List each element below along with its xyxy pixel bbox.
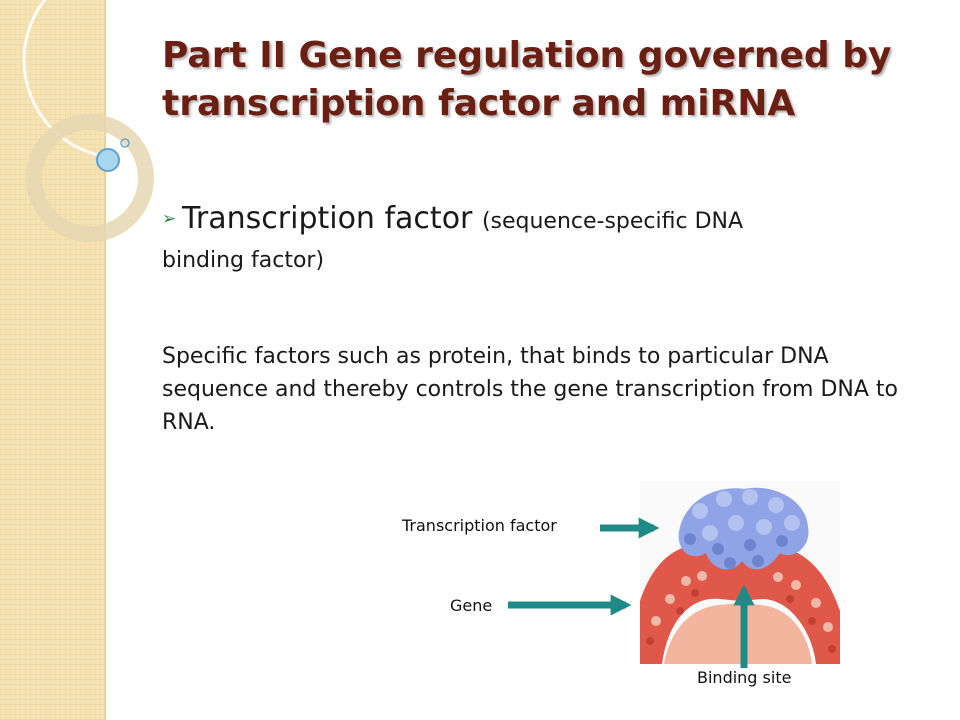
slide-title: Part II Gene regulation governed by tran… — [162, 35, 892, 124]
gene-label: Gene — [450, 596, 493, 615]
small-ring-icon — [120, 138, 130, 148]
arrow-bullet-icon: ➢ — [162, 209, 177, 229]
definition-paragraph: Specific factors such as protein, that b… — [162, 344, 898, 435]
transcription-factor-dna-illustration — [640, 481, 840, 664]
bullet-item: ➢Transcription factor (sequence-specific… — [162, 198, 882, 277]
bullet-note-end: binding factor) — [162, 248, 325, 273]
bullet-heading: Transcription factor — [182, 201, 473, 236]
blue-dot-icon — [96, 148, 120, 172]
bullet-note-start: (sequence-specific DNA — [481, 209, 744, 234]
binding-site-label: Binding site — [697, 668, 792, 687]
transcription-factor-label: Transcription factor — [402, 516, 557, 535]
